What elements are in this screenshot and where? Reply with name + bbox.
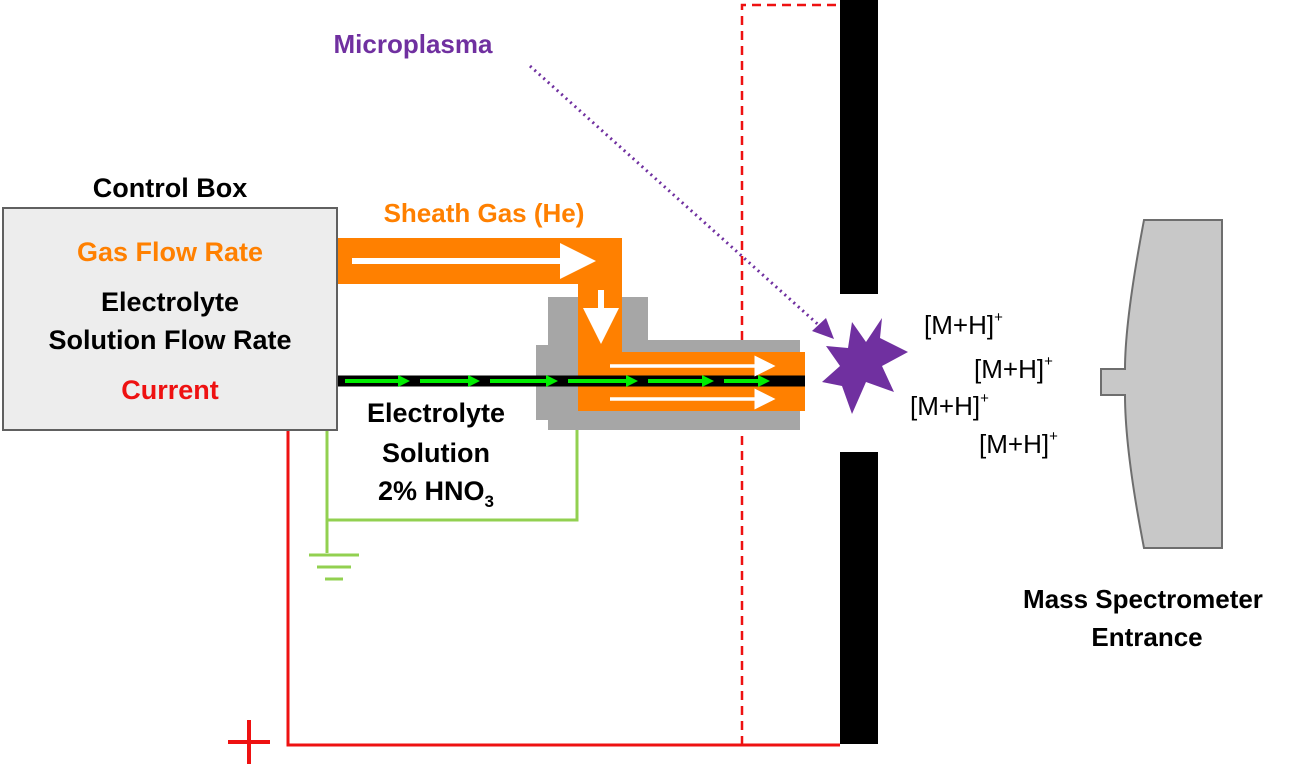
microplasma-label: Microplasma (334, 29, 493, 59)
ground-icon (309, 520, 359, 581)
sheath-gas-label: Sheath Gas (He) (384, 198, 585, 228)
ion-label-4-charge: + (1049, 428, 1058, 445)
counter-electrode-bottom (840, 452, 878, 744)
ion-label-1-charge: + (994, 309, 1003, 326)
dashed-current-line (740, 3, 840, 745)
mass-spectrometer-label-line2: Entrance (1091, 622, 1202, 652)
current-wire (286, 430, 840, 747)
starburst-icon (822, 318, 908, 414)
solution-formula: 2% HNO (378, 476, 485, 506)
ion-label-4: [M+H]+ (979, 428, 1058, 459)
gas-flow-arrows (352, 243, 776, 410)
solution-formula-subscript: 3 (485, 492, 494, 511)
microplasma-pointer-head (812, 318, 834, 339)
gas-flow-rate-label: Gas Flow Rate (77, 237, 263, 267)
mass-spectrometer-label-line1: Mass Spectrometer (1023, 584, 1263, 614)
current-label: Current (121, 375, 219, 405)
plus-icon (228, 720, 270, 764)
ion-label-3: [M+H]+ (910, 390, 989, 421)
solution-label-line3: 2% HNO3 (378, 476, 494, 511)
ion-label-2-charge: + (1044, 353, 1053, 370)
ion-label-3-charge: + (980, 390, 989, 407)
ion-label-1-base: [M+H] (924, 310, 994, 340)
solution-label-line2: Solution (382, 438, 490, 468)
ion-label-4-base: [M+H] (979, 429, 1049, 459)
electrolyte-label-line2: Solution Flow Rate (49, 325, 292, 355)
solution-label-line1: Electrolyte (367, 398, 505, 428)
ion-label-1: [M+H]+ (924, 309, 1003, 340)
control-box-title: Control Box (93, 173, 248, 203)
electrolyte-label-line1: Electrolyte (101, 287, 239, 317)
counter-electrode-top (840, 0, 878, 294)
control-box (2, 207, 338, 431)
ion-label-2-base: [M+H] (974, 354, 1044, 384)
ion-label-3-base: [M+H] (910, 391, 980, 421)
electrolyte-flow-arrows (345, 375, 770, 387)
ground-wire (325, 430, 579, 522)
mass-spectrometer-entrance (1100, 219, 1223, 549)
ion-label-2: [M+H]+ (974, 353, 1053, 384)
microplasma-pointer (528, 64, 824, 330)
